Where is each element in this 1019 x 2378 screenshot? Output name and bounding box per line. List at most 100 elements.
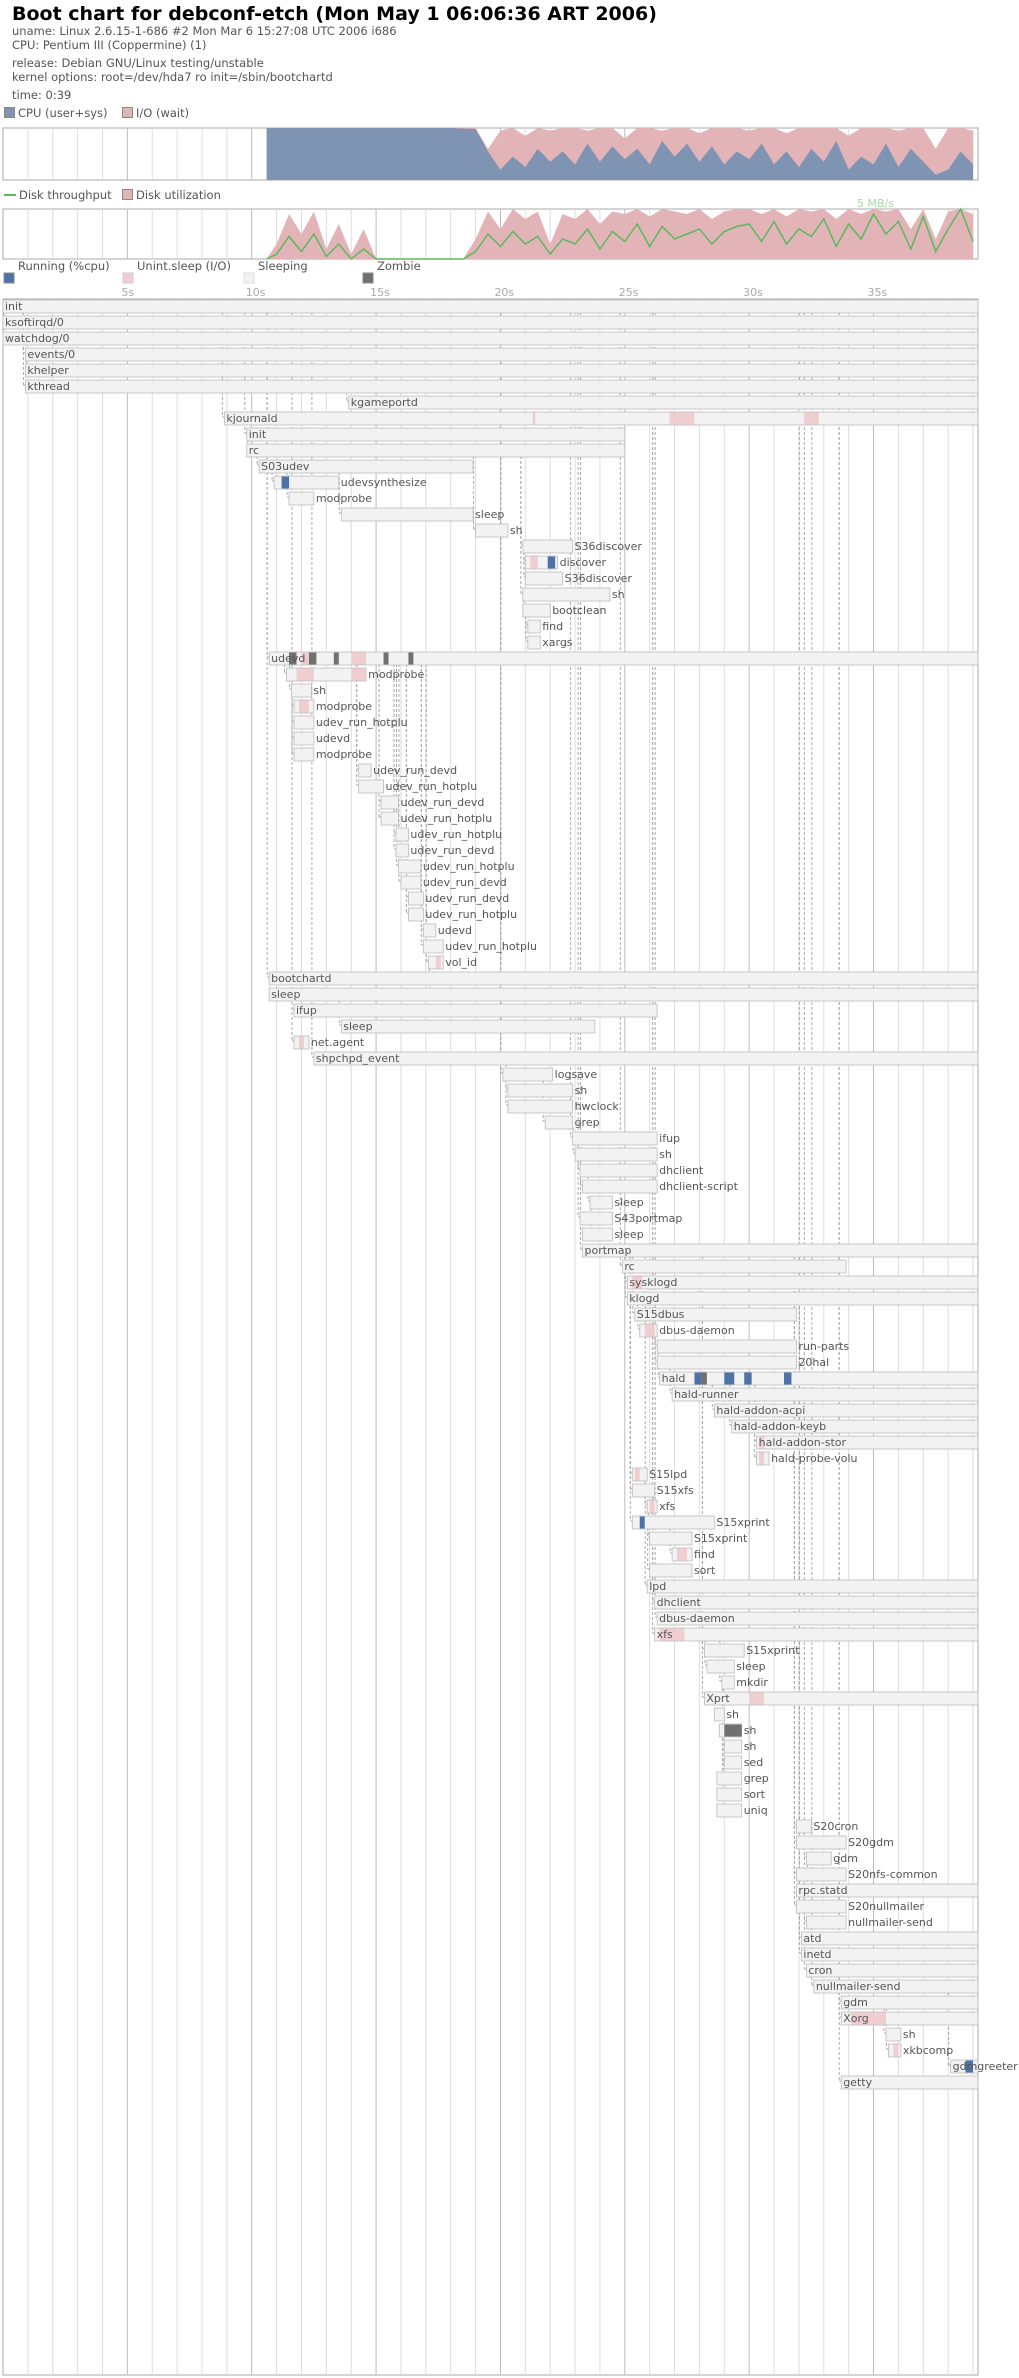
process-bar: [716, 1803, 743, 1818]
process-label: udev_run_hotplu: [425, 908, 517, 921]
process-bar: [408, 891, 424, 906]
process-label: nullmailer-send: [816, 1980, 901, 1993]
process-label: dbus-daemon: [659, 1324, 735, 1337]
process-label: hald-addon-keyb: [734, 1420, 826, 1433]
process-io-segment: [298, 700, 309, 713]
process-io-segment: [803, 412, 819, 425]
process-bar: [572, 1131, 658, 1146]
process-label: S15dbus: [637, 1308, 685, 1321]
process-bar: [313, 1051, 979, 1066]
process-io-segment: [634, 1468, 640, 1481]
process-label: nullmailer-send: [848, 1916, 933, 1929]
time-tick-label: 15s: [370, 286, 390, 299]
process-bar: [291, 683, 312, 698]
process-label: sh: [659, 1148, 672, 1161]
process-bar: [522, 603, 551, 618]
process-bar: [293, 747, 315, 762]
disk-utilization-area: [266, 209, 974, 259]
process-label: sleep: [343, 1020, 372, 1033]
process-label: sh: [726, 1708, 739, 1721]
process-label: udev_run_hotplu: [400, 812, 492, 825]
process-label: modprobe: [316, 748, 372, 761]
process-label: S20nfs-common: [848, 1868, 937, 1881]
process-bar: [395, 843, 409, 858]
disk-throughput-line: [266, 207, 974, 261]
process-label: hald: [662, 1372, 686, 1385]
process-io-segment: [301, 652, 309, 665]
process-label: S15xprint: [716, 1516, 770, 1529]
legend-io-swatch: [122, 107, 133, 118]
process-label: sh: [744, 1724, 757, 1737]
process-label: kjournald: [226, 412, 277, 425]
legend-io: I/O (wait): [122, 106, 189, 120]
process-label: udev_run_devd: [425, 892, 509, 905]
legend-throughput-label: Disk throughput: [19, 188, 112, 202]
process-io-segment: [893, 2044, 899, 2057]
process-bar: [756, 1435, 979, 1450]
process-label: udevd: [438, 924, 472, 937]
process-label: sh: [575, 1084, 588, 1097]
process-io-segment: [649, 1500, 655, 1513]
process-bar: [507, 1099, 573, 1114]
process-bar: [713, 1707, 725, 1722]
process-bar: [258, 459, 474, 474]
process-label: udev_run_devd: [373, 764, 457, 777]
process-label: kgameportd: [351, 396, 418, 409]
process-bar: [223, 411, 979, 426]
process-label: modprobe: [316, 492, 372, 505]
process-bar: [398, 859, 422, 874]
process-bar: [723, 1755, 743, 1770]
process-bar: [246, 427, 626, 442]
process-bar: [713, 1403, 979, 1418]
process-bar: [579, 1211, 613, 1226]
process-label: udevd: [316, 732, 350, 745]
release-info: release: Debian GNU/Linux testing/unstab…: [12, 56, 264, 70]
process-bar: [522, 587, 611, 602]
process-io-segment: [851, 2012, 886, 2025]
process-bar: [2, 315, 979, 330]
process-bar: [704, 1691, 979, 1706]
process-bar: [24, 347, 979, 362]
process-bar: [716, 1787, 743, 1802]
process-label: rc: [624, 1260, 634, 1273]
process-bar: [805, 1851, 832, 1866]
process-bar: [524, 571, 564, 586]
process-label: find: [694, 1548, 715, 1561]
process-bar: [544, 1115, 573, 1130]
process-bar: [2, 299, 979, 314]
legend-zombie-swatch: [362, 272, 374, 284]
process-label: ifup: [296, 1004, 317, 1017]
process-bar: [358, 779, 384, 794]
process-label: xargs: [542, 636, 573, 649]
process-bar: [813, 1979, 979, 1994]
process-bar: [293, 731, 315, 746]
process-bar: [422, 923, 437, 938]
process-label: init: [249, 428, 267, 441]
process-label: init: [5, 300, 23, 313]
process-label: mkdir: [736, 1676, 768, 1689]
process-label: xkbcomp: [903, 2044, 953, 2057]
process-io-segment: [530, 556, 538, 569]
process-label: dhclient: [657, 1596, 702, 1609]
legend-cpu-swatch: [4, 107, 15, 118]
process-label: logsave: [555, 1068, 598, 1081]
process-label: dhclient: [659, 1164, 704, 1177]
process-label: udev_run_devd: [400, 796, 484, 809]
process-bar: [649, 1563, 693, 1578]
process-label: cron: [808, 1964, 832, 1977]
process-bar: [24, 379, 979, 394]
process-bar: [293, 1003, 658, 1018]
process-label: S15xprint: [746, 1644, 800, 1657]
process-label: gdm: [843, 1996, 868, 2009]
process-bar: [408, 907, 424, 922]
process-io-segment: [632, 1276, 643, 1289]
process-bar: [400, 875, 422, 890]
process-label: run-parts: [798, 1340, 849, 1353]
process-label: udevsynthesize: [341, 476, 427, 489]
legend-running: Running (%cpu): [18, 259, 110, 273]
process-bar: [805, 1915, 847, 1930]
process-label: modprobe: [316, 700, 372, 713]
cpu-usage-area: [266, 128, 974, 180]
process-bar: [716, 1771, 743, 1786]
process-label: dhclient-script: [659, 1180, 738, 1193]
